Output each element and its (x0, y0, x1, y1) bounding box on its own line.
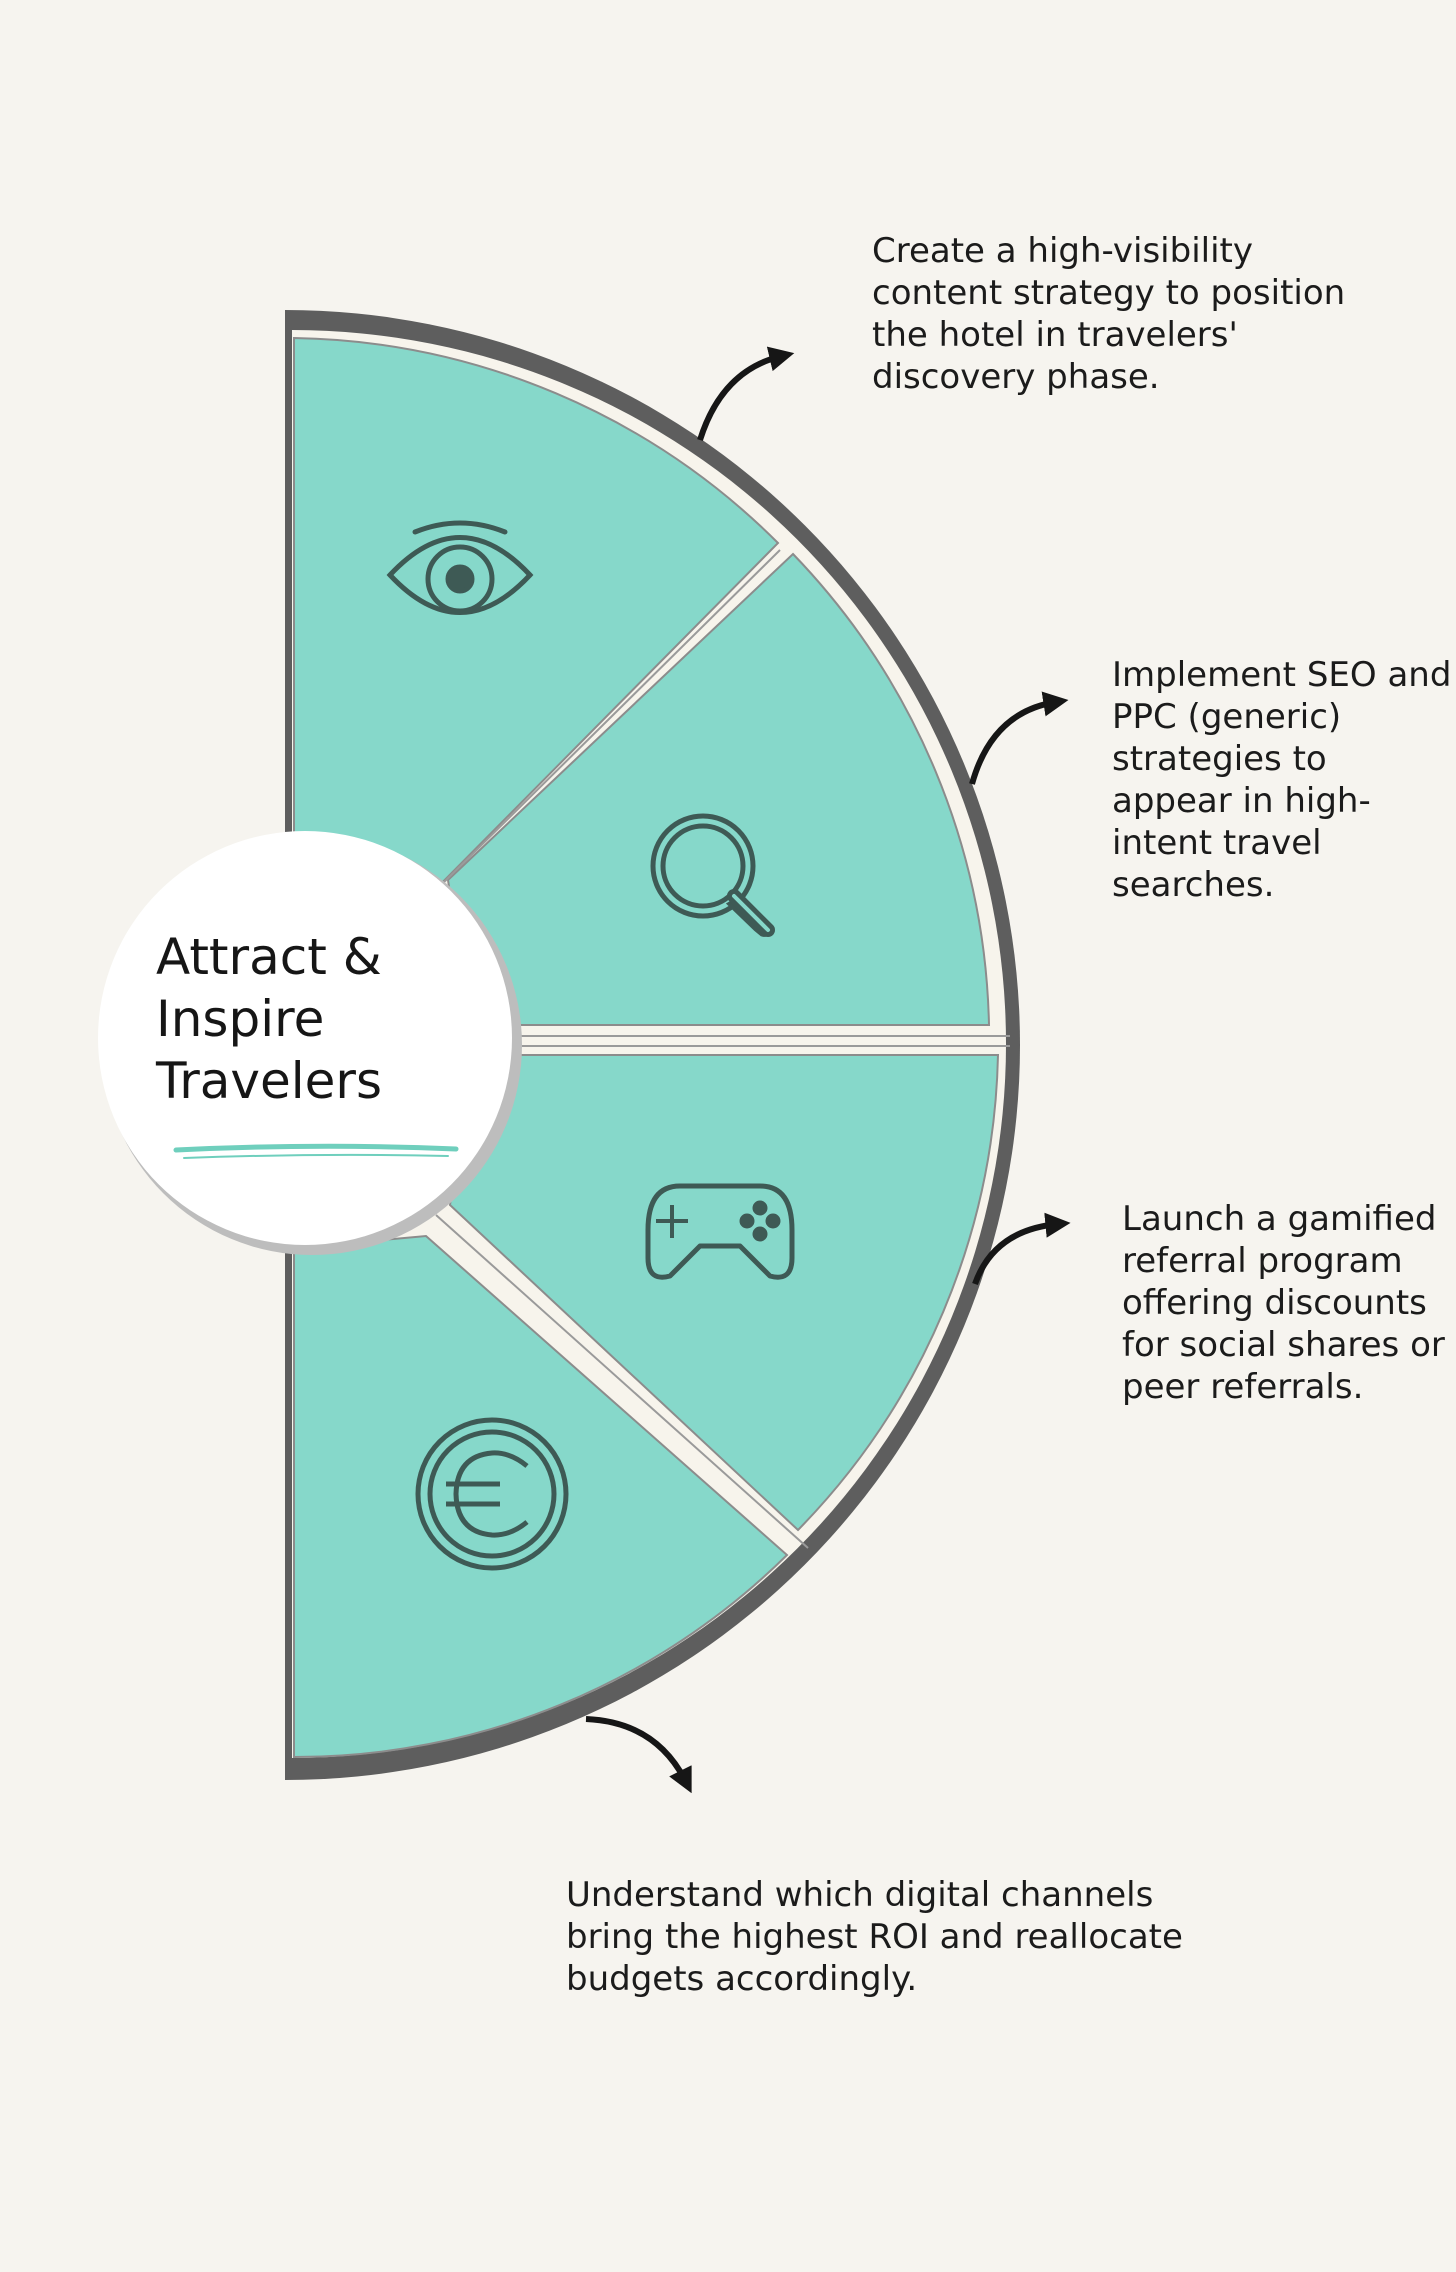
arrow-2 (969, 691, 1069, 785)
eye-icon (386, 520, 534, 615)
caption-segment-4: Understand which digital channels bring … (566, 1875, 1183, 1999)
segment-1 (293, 336, 780, 909)
euro-coin-icon (415, 1417, 569, 1571)
arrow-4 (585, 1716, 692, 1794)
divider-line (435, 1214, 809, 1549)
segment-4 (293, 1234, 789, 1759)
title-underline (183, 1153, 449, 1159)
caption-segment-1: Create a high-visibility content strateg… (872, 231, 1346, 397)
center-circle (98, 831, 512, 1245)
caption-segment-2: Implement SEO and PPC (generic) strategi… (1112, 655, 1452, 905)
title-underline (173, 1143, 459, 1153)
caption-segment-3: Launch a gamified referral program offer… (1122, 1199, 1445, 1407)
search-icon (650, 813, 775, 937)
arrow-3 (972, 1212, 1071, 1286)
segment-2 (446, 552, 991, 1026)
gamepad-icon (645, 1183, 795, 1280)
arrow-1 (697, 346, 795, 441)
center-title: Attract & Inspire Travelers (156, 928, 383, 1110)
segment-3 (448, 1054, 1000, 1532)
divider-line (435, 549, 781, 891)
